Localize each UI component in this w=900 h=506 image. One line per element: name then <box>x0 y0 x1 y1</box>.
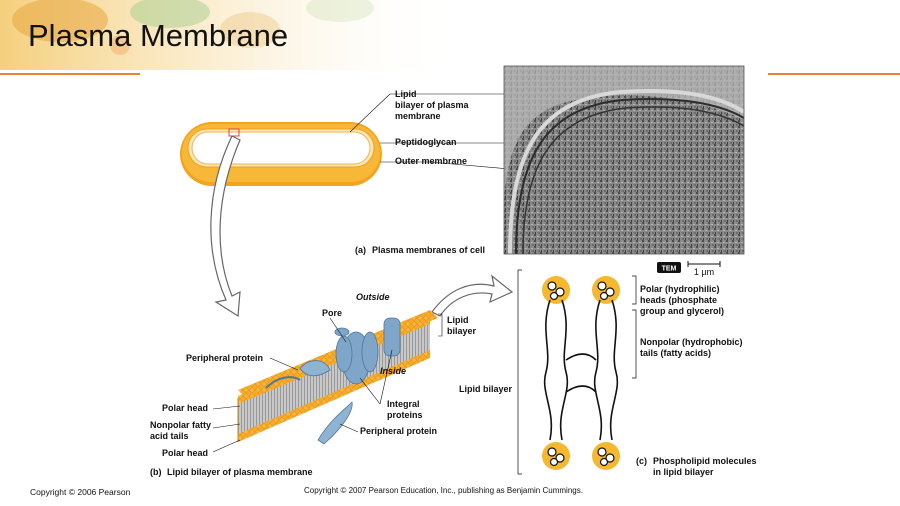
panel-a-caption-letter: (a) <box>355 245 366 255</box>
label-integral-proteins-2: proteins <box>387 410 423 420</box>
label-lipid-bilayer-plasma-1: Lipid <box>395 89 417 99</box>
panel-b-caption-letter: (b) <box>150 467 162 477</box>
panel-c-caption-1: Phospholipid molecules <box>653 456 757 466</box>
phospholipid-bracket-outer <box>517 269 522 475</box>
label-peripheral-protein-top: Peripheral protein <box>186 353 263 363</box>
label-nonpolar-tails-2: acid tails <box>150 431 189 441</box>
scale-bar: 1 µm <box>687 261 721 277</box>
label-nonpolar-tails-1: Nonpolar fatty <box>150 420 211 430</box>
peripheral-proteins <box>265 360 353 445</box>
zoom-arrow-cell-to-membrane <box>210 135 241 318</box>
title-rule-left <box>0 73 140 75</box>
label-inside: Inside <box>380 366 406 376</box>
panel-b-caption: Lipid bilayer of plasma membrane <box>167 467 313 477</box>
tem-micrograph <box>503 65 746 255</box>
phospholipid-molecules <box>542 276 620 470</box>
panel-c-caption-2: in lipid bilayer <box>653 467 714 477</box>
label-polar-heads-3: group and glycerol) <box>640 306 724 316</box>
title-rule-right <box>768 73 900 75</box>
label-lipid-bilayer-c: Lipid bilayer <box>459 384 513 394</box>
phospholipid-brackets-right <box>632 275 637 379</box>
slide-title: Plasma Membrane <box>28 18 289 53</box>
label-nonpolar-tails-c-1: Nonpolar (hydrophobic) <box>640 337 743 347</box>
label-peptidoglycan: Peptidoglycan <box>395 137 457 147</box>
svg-text:TEM: TEM <box>662 266 677 273</box>
label-polar-head-bottom: Polar head <box>162 448 208 458</box>
label-polar-head-top: Polar head <box>162 403 208 413</box>
label-outer-membrane: Outer membrane <box>395 156 467 166</box>
rod-shaped-cell <box>180 122 382 186</box>
label-lipid-bilayer-plasma-3: membrane <box>395 111 441 121</box>
label-lipid-bilayer-b-1: Lipid <box>447 315 469 325</box>
integral-proteins <box>334 317 401 385</box>
label-pore: Pore <box>322 308 342 318</box>
decorative-background-cells <box>0 0 460 70</box>
label-lipid-bilayer-plasma-2: bilayer of plasma <box>395 100 470 110</box>
label-polar-heads-2: heads (phosphate <box>640 295 717 305</box>
label-outside: Outside <box>356 292 390 302</box>
label-nonpolar-tails-c-2: tails (fatty acids) <box>640 348 711 358</box>
copyright-center: Copyright © 2007 Pearson Education, Inc.… <box>304 486 583 495</box>
label-polar-heads-1: Polar (hydrophilic) <box>640 284 720 294</box>
tem-badge: TEM <box>657 262 681 273</box>
panel-a-caption: Plasma membranes of cell <box>372 245 485 255</box>
panel-b-leaders <box>212 313 443 453</box>
label-integral-proteins-1: Integral <box>387 399 420 409</box>
panel-c-caption-letter: (c) <box>636 456 647 466</box>
copyright-left: Copyright © 2006 Pearson <box>30 487 131 497</box>
svg-text:1 µm: 1 µm <box>694 267 714 277</box>
label-lipid-bilayer-b-2: bilayer <box>447 326 477 336</box>
zoom-arrow-membrane-to-molecules <box>431 274 514 317</box>
label-peripheral-protein-bottom: Peripheral protein <box>360 426 437 436</box>
